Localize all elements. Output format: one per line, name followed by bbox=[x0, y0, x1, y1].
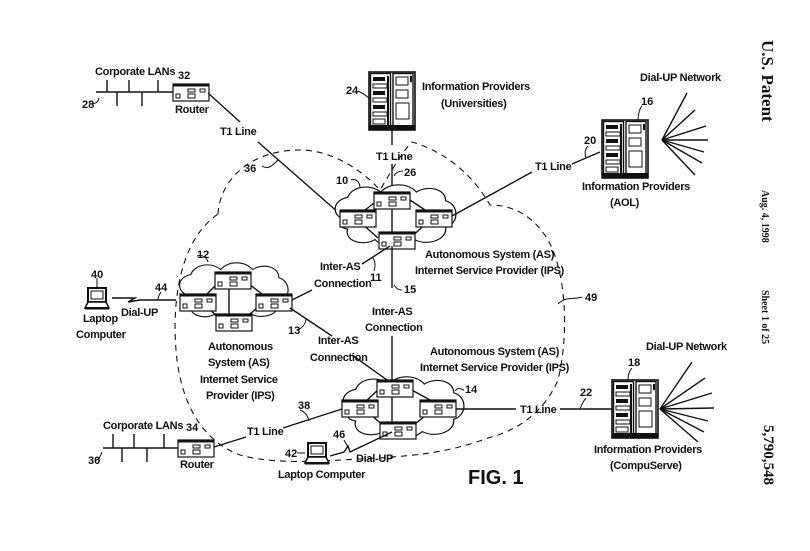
corporate-lan-top: Corporate LANs 28 32 Router bbox=[82, 66, 210, 116]
ref-36: 36 bbox=[244, 163, 256, 175]
aol-label-1: Information Providers bbox=[582, 181, 690, 193]
aol-label-2: (AOL) bbox=[610, 197, 640, 209]
compuserve-dialup-network-label: Dial-UP Network bbox=[646, 341, 728, 353]
inter-as-label-13a: Inter-AS bbox=[318, 335, 358, 347]
dialup-line-46 bbox=[329, 431, 393, 457]
sheet-number: Sheet 1 of 25 bbox=[759, 290, 770, 344]
figure-title: FIG. 1 bbox=[468, 467, 524, 489]
t1-line-label-topleft: T1 Line bbox=[220, 126, 257, 138]
t1-line-38 bbox=[213, 436, 247, 448]
as-bottom-label-1: Autonomous System (AS) bbox=[430, 346, 560, 358]
t1-line-label-compuserve: T1 Line bbox=[520, 404, 557, 416]
ref-18: 18 bbox=[628, 357, 640, 369]
laptop-left-label-1: Laptop bbox=[83, 313, 118, 325]
ref-15: 15 bbox=[404, 284, 416, 296]
as-cloud-10 bbox=[334, 184, 457, 250]
inter-as-connection-13 bbox=[289, 307, 333, 337]
compuserve-label-2: (CompuServe) bbox=[610, 460, 682, 472]
as-top-label-1: Autonomous System (AS) bbox=[425, 249, 555, 261]
ref-30: 30 bbox=[88, 455, 100, 467]
server-icon-universities bbox=[368, 71, 416, 131]
dialup-label-left: Dial-UP bbox=[121, 307, 158, 319]
laptop-icon-42 bbox=[304, 442, 330, 466]
corporate-lans-label-top: Corporate LANs bbox=[95, 66, 175, 78]
dialup-line-44 bbox=[112, 297, 176, 303]
ref-16: 16 bbox=[641, 96, 653, 108]
t1-line-36 bbox=[207, 92, 241, 123]
as-left-label-2: System (AS) bbox=[208, 357, 270, 369]
ref-22: 22 bbox=[580, 387, 592, 399]
patent-label: U.S. Patent bbox=[758, 40, 777, 122]
ref-38: 38 bbox=[298, 400, 310, 412]
server-icon-compuserve bbox=[611, 379, 659, 439]
corporate-lans-label-bottom: Corporate LANs bbox=[103, 420, 183, 432]
t1-line-label-univ: T1 Line bbox=[376, 151, 413, 163]
ref-28: 28 bbox=[82, 99, 94, 111]
router-icon-32 bbox=[172, 83, 210, 102]
ref-13: 13 bbox=[288, 325, 300, 337]
as-cloud-14 bbox=[341, 376, 465, 440]
laptop-left-label-2: Computer bbox=[76, 329, 127, 341]
ref-49: 49 bbox=[585, 292, 597, 304]
router-label-bottom: Router bbox=[180, 459, 215, 471]
ref-24: 24 bbox=[346, 85, 359, 97]
compuserve-label-1: Information Providers bbox=[594, 444, 702, 456]
as-bottom-label-2: Internet Service Provider (IPS) bbox=[420, 362, 570, 374]
ref-10: 10 bbox=[336, 175, 348, 187]
ref-26: 26 bbox=[404, 167, 416, 179]
laptop-icon-40 bbox=[84, 287, 110, 311]
as-left-label-4: Provider (IPS) bbox=[206, 390, 275, 402]
inter-as-connection-11 bbox=[361, 245, 391, 265]
compuserve-dialup-fan bbox=[659, 361, 715, 443]
patent-date: Aug. 4, 1998 bbox=[759, 190, 770, 243]
inter-as-label-13b: Connection bbox=[310, 352, 368, 364]
ref-42: 42 bbox=[285, 448, 297, 460]
t1-line-20 bbox=[451, 171, 533, 217]
internet-boundary bbox=[174, 141, 566, 462]
ref-44: 44 bbox=[155, 282, 168, 294]
ref-40: 40 bbox=[91, 269, 103, 281]
as-cloud-12 bbox=[179, 262, 293, 332]
t1-line-label-aol: T1 Line bbox=[535, 161, 572, 173]
router-label-top: Router bbox=[175, 104, 210, 116]
ref-14: 14 bbox=[465, 384, 478, 396]
ref-20: 20 bbox=[584, 135, 596, 147]
laptop-bottom-label: Laptop Computer bbox=[278, 469, 366, 481]
ref-11: 11 bbox=[370, 272, 382, 284]
corporate-lan-bottom: Corporate LANs 30 34 Router bbox=[88, 420, 215, 471]
ref-32: 32 bbox=[178, 70, 190, 82]
aol-dialup-fan bbox=[661, 92, 708, 176]
inter-as-label-11a: Inter-AS bbox=[320, 261, 360, 273]
as-top-label-2: Internet Service Provider (IPS) bbox=[415, 265, 565, 277]
t1-line-label-bottomleft: T1 Line bbox=[247, 426, 284, 438]
dialup-label-bottom: Dial-UP bbox=[356, 453, 393, 465]
as-left-label-1: Autonomous bbox=[208, 341, 273, 353]
ref-46: 46 bbox=[333, 429, 345, 441]
inter-as-label-15b: Connection bbox=[365, 322, 423, 334]
inter-as-label-11b: Connection bbox=[314, 278, 372, 290]
as-left-label-3: Internet Service bbox=[200, 374, 278, 386]
leader-49 bbox=[557, 296, 583, 305]
router-icon-34 bbox=[177, 439, 215, 458]
universities-label-1: Information Providers bbox=[422, 81, 530, 93]
inter-as-label-15a: Inter-AS bbox=[372, 306, 412, 318]
ref-12: 12 bbox=[197, 249, 209, 261]
universities-label-2: (Universities) bbox=[441, 98, 507, 110]
ref-34: 34 bbox=[186, 422, 199, 434]
aol-dialup-network-label: Dial-UP Network bbox=[640, 72, 722, 84]
patent-number: 5,790,548 bbox=[760, 425, 776, 485]
server-icon-aol bbox=[601, 119, 649, 179]
